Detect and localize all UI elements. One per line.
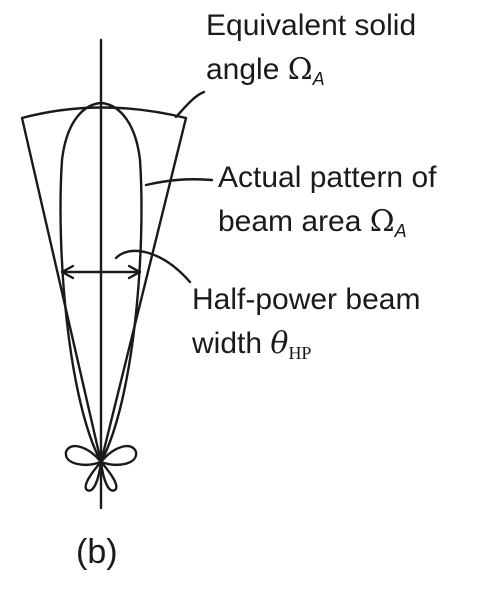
side-lobe-bottom-right — [99, 460, 118, 492]
label-equivalent-line1: Equivalent solid — [206, 9, 417, 42]
label-halfpower-line1: Half-power beam — [192, 283, 421, 316]
side-lobe-bottom-left — [84, 460, 103, 492]
label-equivalent-solid-angle: Equivalent solid angle ΩA — [206, 8, 416, 97]
arrowhead-right — [127, 264, 142, 280]
omega-symbol: Ω — [287, 52, 313, 87]
label-halfpower-prefix: width — [192, 327, 271, 360]
label-actual-prefix: beam area — [218, 205, 370, 238]
leader-equivalent — [174, 90, 206, 119]
omega-subscript: A — [394, 221, 407, 241]
label-halfpower-line2: width θHP — [192, 326, 420, 371]
label-equivalent-prefix: angle — [206, 53, 288, 86]
label-equivalent-line2: angle ΩA — [206, 52, 416, 97]
side-lobe-right — [99, 444, 138, 466]
leader-actual — [144, 178, 214, 187]
theta-symbol: θ — [270, 326, 289, 361]
label-half-power-beam-width: Half-power beam width θHP — [192, 282, 420, 371]
equivalent-solid-angle-wedge — [20, 106, 188, 464]
label-actual-pattern: Actual pattern of beam area ΩA — [218, 160, 436, 249]
leader-halfpower — [114, 249, 192, 284]
panel-label: (b) — [76, 533, 118, 571]
side-lobe-left — [64, 444, 103, 466]
omega-symbol: Ω — [369, 204, 395, 239]
label-actual-line2: beam area ΩA — [218, 204, 436, 249]
omega-subscript: A — [312, 69, 325, 89]
arrowhead-left — [60, 264, 75, 280]
main-lobe-pattern — [59, 101, 143, 464]
theta-subscript: HP — [288, 343, 312, 363]
label-actual-line1: Actual pattern of — [218, 161, 437, 194]
